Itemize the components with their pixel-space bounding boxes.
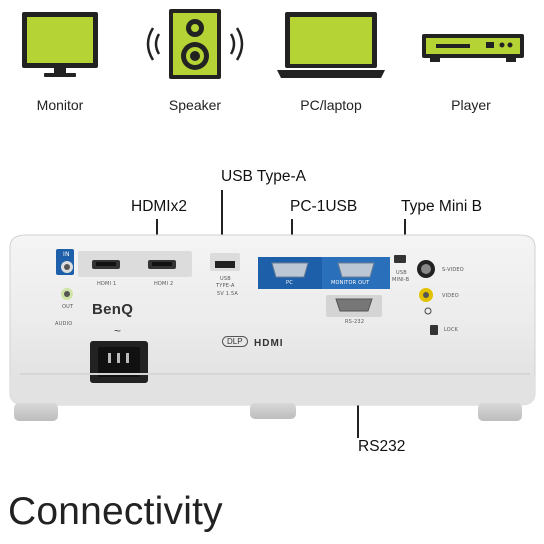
label-rs232-port: RS-232: [345, 319, 365, 325]
device-label-monitor: Monitor: [36, 97, 84, 113]
label-s-video: S-VIDEO: [442, 267, 464, 273]
label-hdmi2: HDMI 2: [154, 281, 174, 287]
monitor-icon: [22, 12, 98, 77]
label-in: IN: [63, 251, 70, 258]
label-audio: AUDIO: [55, 321, 73, 327]
device-label-laptop: PC/laptop: [300, 97, 362, 113]
dlp-logo: DLP: [222, 336, 248, 347]
player-icon: [422, 34, 524, 62]
label-out: OUT: [62, 304, 74, 310]
label-hdmi1: HDMI 1: [97, 281, 117, 287]
label-usb-a-2: TYPE-A: [216, 283, 235, 289]
callout-line-usb: [221, 190, 223, 246]
label-lock: LOCK: [444, 327, 459, 333]
callout-usb-type-a: USB Type-A: [221, 168, 307, 185]
label-usb-a-3: 5V 1.5A: [217, 291, 238, 297]
label-pc: PC: [286, 280, 293, 286]
projector-rear-panel: [9, 234, 536, 421]
label-video: VIDEO: [442, 293, 459, 299]
laptop-icon: [277, 12, 385, 78]
callout-type-mini-b: Type Mini B: [401, 198, 482, 215]
label-usb-mini-2: MINI-B: [392, 277, 410, 283]
callout-rs232: RS232: [358, 438, 406, 455]
page-heading: Connectivity: [8, 490, 223, 533]
device-label-player: Player: [451, 97, 491, 113]
callout-pc-usb: PC-1USB: [290, 198, 358, 215]
brand-logo: BenQ: [92, 301, 134, 318]
label-usb-mini-1: USB: [396, 270, 407, 276]
device-label-speaker: Speaker: [168, 97, 222, 113]
callout-hdmi-x2: HDMIx2: [131, 198, 187, 215]
speaker-icon: [146, 9, 244, 79]
hdmi-logo: HDMI: [254, 338, 284, 349]
label-usb-a-1: USB: [220, 276, 231, 282]
label-monitor-out: MONITOR OUT: [331, 280, 370, 286]
power-symbol: ~: [114, 324, 122, 338]
